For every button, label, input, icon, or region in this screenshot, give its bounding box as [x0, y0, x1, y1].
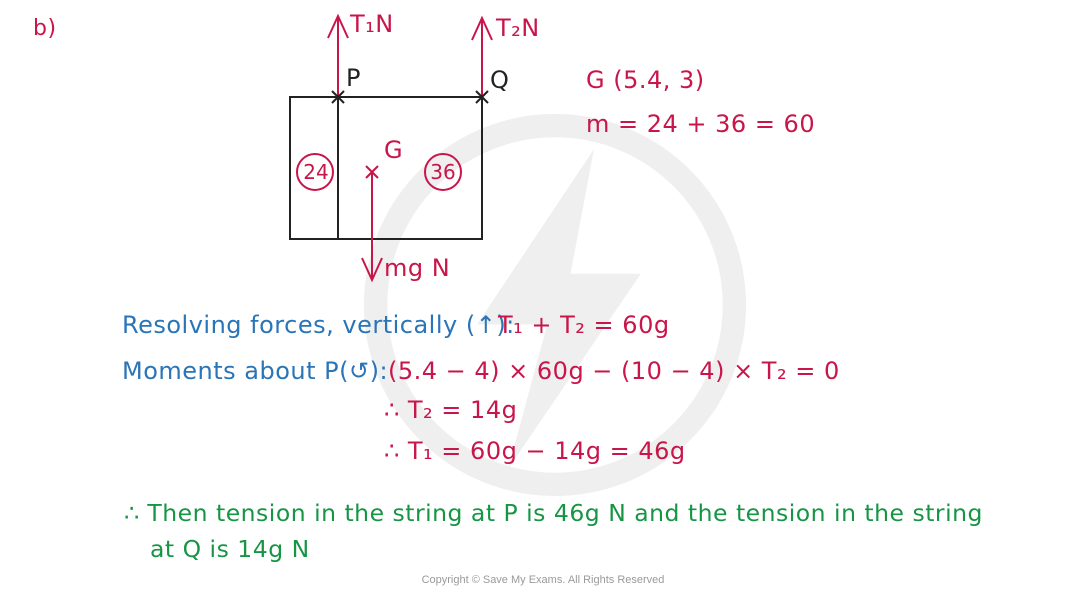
weight-label: mg N [384, 254, 451, 282]
centre-of-mass: G (5.4, 3) [586, 66, 705, 94]
tension2-arrow [471, 15, 493, 97]
mass-right-label: 36 [430, 160, 456, 184]
lamina-outline [289, 96, 483, 240]
point-p-label: P [346, 64, 361, 92]
moments-equation: (5.4 − 4) × 60g − (10 − 4) × T₂ = 0 [388, 357, 840, 385]
conclusion-line1: ∴ Then tension in the string at P is 46g… [124, 499, 983, 527]
weight-arrow [361, 172, 383, 283]
resolve-label: Resolving forces, vertically (↑): [122, 311, 515, 339]
moments-label: Moments about P(↺): [122, 357, 389, 385]
point-p-marker [331, 90, 345, 104]
mass-left-circle [296, 153, 334, 191]
conclusion-line2: at Q is 14g N [150, 535, 310, 563]
mass-sum: m = 24 + 36 = 60 [586, 110, 816, 138]
part-label: b) [33, 16, 57, 41]
tension1-arrow [327, 13, 349, 97]
resolve-equation: T₁ + T₂ = 60g [498, 311, 670, 339]
result-t1: ∴ T₁ = 60g − 14g = 46g [384, 437, 686, 465]
copyright: Copyright © Save My Exams. All Rights Re… [421, 574, 665, 586]
watermark-logo [363, 113, 747, 497]
point-g-label: G [384, 136, 404, 164]
point-q-marker [475, 90, 489, 104]
tension2-label: T₂N [496, 14, 540, 42]
mass-left-label: 24 [303, 160, 329, 184]
mass-right-circle [424, 153, 462, 191]
tension1-label: T₁N [350, 10, 394, 38]
point-q-label: Q [490, 66, 510, 94]
result-t2: ∴ T₂ = 14g [384, 396, 518, 424]
